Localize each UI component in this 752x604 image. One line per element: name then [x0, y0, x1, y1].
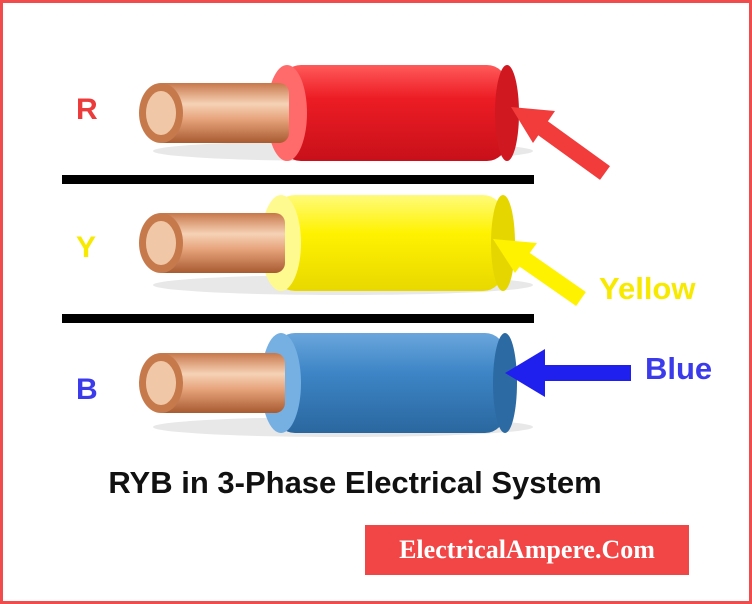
- wire-yellow: [139, 195, 533, 295]
- phase-letter-b: B: [76, 373, 98, 406]
- diagram-title: RYB in 3-Phase Electrical System: [108, 465, 602, 500]
- arrow-red-icon: [511, 107, 610, 180]
- callout-blue: Blue: [645, 351, 713, 386]
- arrow-blue-icon: [505, 349, 631, 397]
- phase-letter-y: Y: [76, 231, 97, 264]
- phase-letter-r: R: [76, 93, 98, 126]
- wire-red: [139, 65, 533, 161]
- separator-bar-bottom: [62, 314, 534, 323]
- wire-blue: [139, 333, 533, 437]
- brand-badge: ElectricalAmpere.Com: [365, 525, 689, 575]
- separator-bar-top: [62, 175, 534, 184]
- wires-illustration: [62, 65, 631, 437]
- brand-text: ElectricalAmpere.Com: [399, 535, 655, 564]
- arrow-yellow-icon: [493, 239, 586, 306]
- callout-yellow: Yellow: [599, 271, 696, 306]
